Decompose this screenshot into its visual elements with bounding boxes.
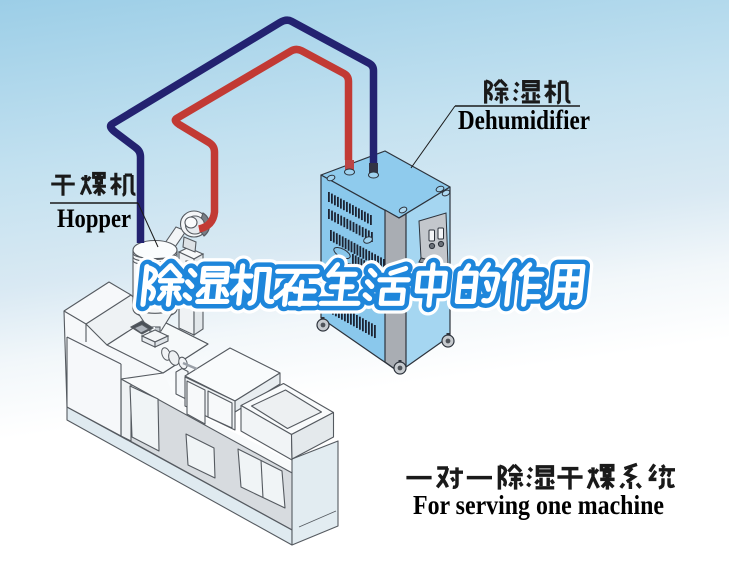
svg-text:Hopper: Hopper xyxy=(57,204,131,233)
svg-text:For serving one machine: For serving one machine xyxy=(413,490,664,520)
svg-text:Dehumidifier: Dehumidifier xyxy=(458,105,590,135)
